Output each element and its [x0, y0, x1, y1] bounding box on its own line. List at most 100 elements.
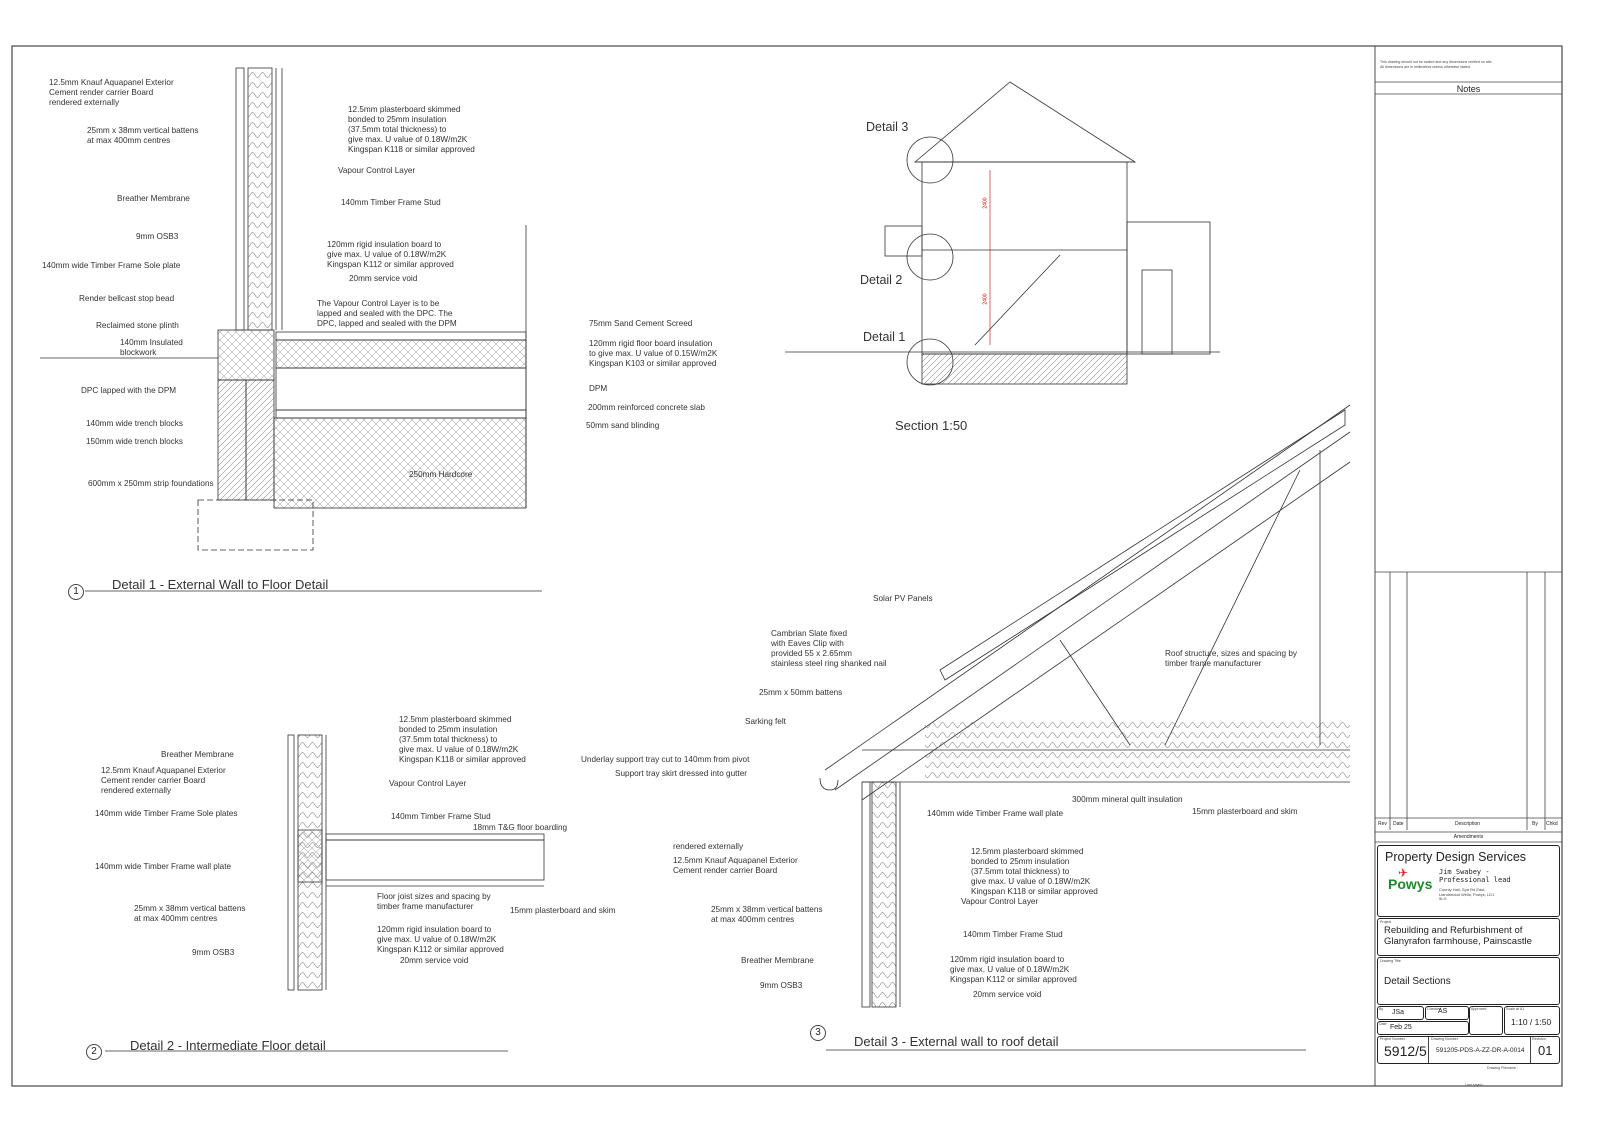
- label: Support tray skirt dressed into gutter: [615, 769, 747, 778]
- label: 140mm Timber Frame Stud: [963, 930, 1063, 939]
- label: Sarking felt: [745, 717, 786, 726]
- section-drawing: [785, 81, 1220, 386]
- label: 140mm wide Timber Frame Sole plates: [95, 809, 238, 818]
- label: 140mm Timber Frame Stud: [341, 198, 441, 207]
- label: 600mm x 250mm strip foundations: [88, 479, 214, 488]
- scale-value: 1:10 / 1:50: [1511, 1017, 1552, 1027]
- label: 20mm service void: [349, 274, 418, 283]
- label: 300mm mineral quilt insulation: [1072, 795, 1183, 804]
- label: Underlay support tray cut to 140mm from …: [581, 755, 750, 764]
- col-chkd: Chkd: [1546, 821, 1558, 827]
- col-by: By: [1532, 821, 1538, 827]
- label: 120mm rigid insulation board to give max…: [377, 925, 504, 954]
- label: 140mm wide trench blocks: [86, 419, 183, 428]
- company-box: Property Design Services Powys ✈ Jim Swa…: [1377, 845, 1560, 917]
- label: Roof structure, sizes and spacing by tim…: [1165, 649, 1297, 668]
- drawing-title: Detail Sections: [1384, 976, 1451, 987]
- checked-box: Checked AS: [1425, 1006, 1469, 1020]
- col-date: Date: [1393, 821, 1404, 827]
- project-label: Project: [1380, 920, 1392, 924]
- detail-number: 1: [68, 584, 84, 600]
- col-rev: Rev: [1378, 821, 1387, 827]
- scale-box: Scale at A1 1:10 / 1:50: [1504, 1006, 1560, 1035]
- disclaimer: This drawing should not be scaled and an…: [1380, 60, 1493, 69]
- detail-title: Detail 2 - Intermediate Floor detail: [130, 1038, 326, 1053]
- callout-detail-2: Detail 2: [860, 273, 903, 287]
- project-name: Rebuilding and Refurbishment of Glanyraf…: [1384, 925, 1532, 947]
- label: Render bellcast stop bead: [79, 294, 175, 303]
- label: 120mm rigid floor board insulation to gi…: [589, 339, 718, 368]
- label: 15mm plasterboard and skim: [510, 906, 616, 915]
- drawing-number: 591205-PDS-A-ZZ-DR-A-0014: [1436, 1047, 1525, 1054]
- label: Vapour Control Layer: [961, 897, 1039, 906]
- project-box: Project Rebuilding and Refurbishment of …: [1377, 918, 1560, 956]
- detail-title: Detail 3 - External wall to roof detail: [854, 1034, 1059, 1049]
- label: 9mm OSB3: [136, 232, 179, 241]
- by-label: By: [1379, 1007, 1384, 1011]
- label: 140mm wide Timber Frame wall plate: [95, 862, 232, 871]
- by-value: JSa: [1392, 1009, 1405, 1016]
- project-number: 5912/5: [1384, 1043, 1427, 1059]
- label: 25mm x 50mm battens: [759, 688, 843, 697]
- address: County Hall, Spa Rd East, Llandrindod We…: [1439, 887, 1495, 901]
- drawing-title-box: Drawing Title Detail Sections: [1377, 957, 1560, 1005]
- label: 200mm reinforced concrete slab: [588, 403, 705, 412]
- callout-detail-3: Detail 3: [866, 120, 909, 134]
- by-box: By JSa: [1377, 1006, 1424, 1020]
- col-description: Description: [1455, 821, 1481, 827]
- approved-label: Approved: [1471, 1007, 1487, 1011]
- section-title: Section 1:50: [895, 418, 968, 433]
- label: Breather Membrane: [741, 956, 814, 965]
- last-saved-label: Last saved :: [1465, 1083, 1485, 1087]
- checked-label: Checked: [1427, 1007, 1442, 1011]
- label: 12.5mm Knauf Aquapanel Exterior Cement r…: [673, 856, 798, 875]
- date-label: Date: [1379, 1022, 1387, 1026]
- callout-detail-1: Detail 1: [863, 330, 906, 344]
- label: 25mm x 38mm vertical battens at max 400m…: [87, 126, 199, 145]
- revision-label: Revision: [1532, 1037, 1546, 1041]
- date-value: Feb 25: [1390, 1024, 1412, 1031]
- label: 20mm service void: [400, 956, 469, 965]
- label: 50mm sand blinding: [586, 421, 660, 430]
- label: 250mm Hardcore: [409, 470, 473, 479]
- numbers-box: Project Number 5912/5 Drawing Number 591…: [1377, 1036, 1560, 1064]
- label: Cambrian Slate fixed with Eaves Clip wit…: [771, 629, 887, 668]
- detail-1-drawing: [40, 67, 542, 592]
- label: 120mm rigid insulation board to give max…: [950, 955, 1077, 984]
- label: Vapour Control Layer: [338, 166, 416, 175]
- detail-title: Detail 1 - External Wall to Floor Detail: [112, 577, 329, 592]
- revision: 01: [1538, 1043, 1553, 1058]
- label: 140mm Insulated blockwork: [120, 338, 183, 357]
- drawing-number-label: Drawing Number: [1431, 1037, 1458, 1041]
- label: 25mm x 38mm vertical battens at max 400m…: [711, 905, 823, 924]
- label: Vapour Control Layer: [389, 779, 467, 788]
- amendments-label: Amendments: [1453, 834, 1484, 840]
- label: 12.5mm plasterboard skimmed bonded to 25…: [348, 105, 475, 154]
- label: 25mm x 38mm vertical battens at max 400m…: [134, 904, 246, 923]
- label: 18mm T&G floor boarding: [473, 823, 568, 832]
- label: The Vapour Control Layer is to be lapped…: [317, 299, 457, 328]
- detail-number: 3: [810, 1025, 826, 1041]
- checked-value: AS: [1438, 1008, 1448, 1015]
- label: 120mm rigid insulation board to give max…: [327, 240, 454, 269]
- dimension: 2400: [982, 293, 989, 305]
- notes-heading: Notes: [1456, 84, 1481, 94]
- detail-3-drawing: [819, 404, 1351, 1051]
- label: 9mm OSB3: [760, 981, 803, 990]
- kite-icon: ✈: [1398, 866, 1409, 880]
- label: 12.5mm Knauf Aquapanel Exterior Cement r…: [101, 766, 226, 795]
- label: DPC lapped with the DPM: [81, 386, 177, 395]
- label: 140mm wide Timber Frame wall plate: [927, 809, 1064, 818]
- title-block-lines: [1375, 81, 1562, 843]
- approved-box: Approved: [1469, 1006, 1503, 1035]
- detail-2-drawing: [105, 734, 545, 1052]
- label: 150mm wide trench blocks: [86, 437, 183, 446]
- label: 140mm wide Timber Frame Sole plate: [42, 261, 181, 270]
- detail-number: 2: [86, 1044, 102, 1060]
- label: DPM: [589, 384, 608, 393]
- date-box: Date Feb 25: [1377, 1021, 1469, 1035]
- label: 12.5mm Knauf Aquapanel Exterior Cement r…: [49, 78, 174, 107]
- label: 9mm OSB3: [192, 948, 235, 957]
- label: Solar PV Panels: [873, 594, 933, 603]
